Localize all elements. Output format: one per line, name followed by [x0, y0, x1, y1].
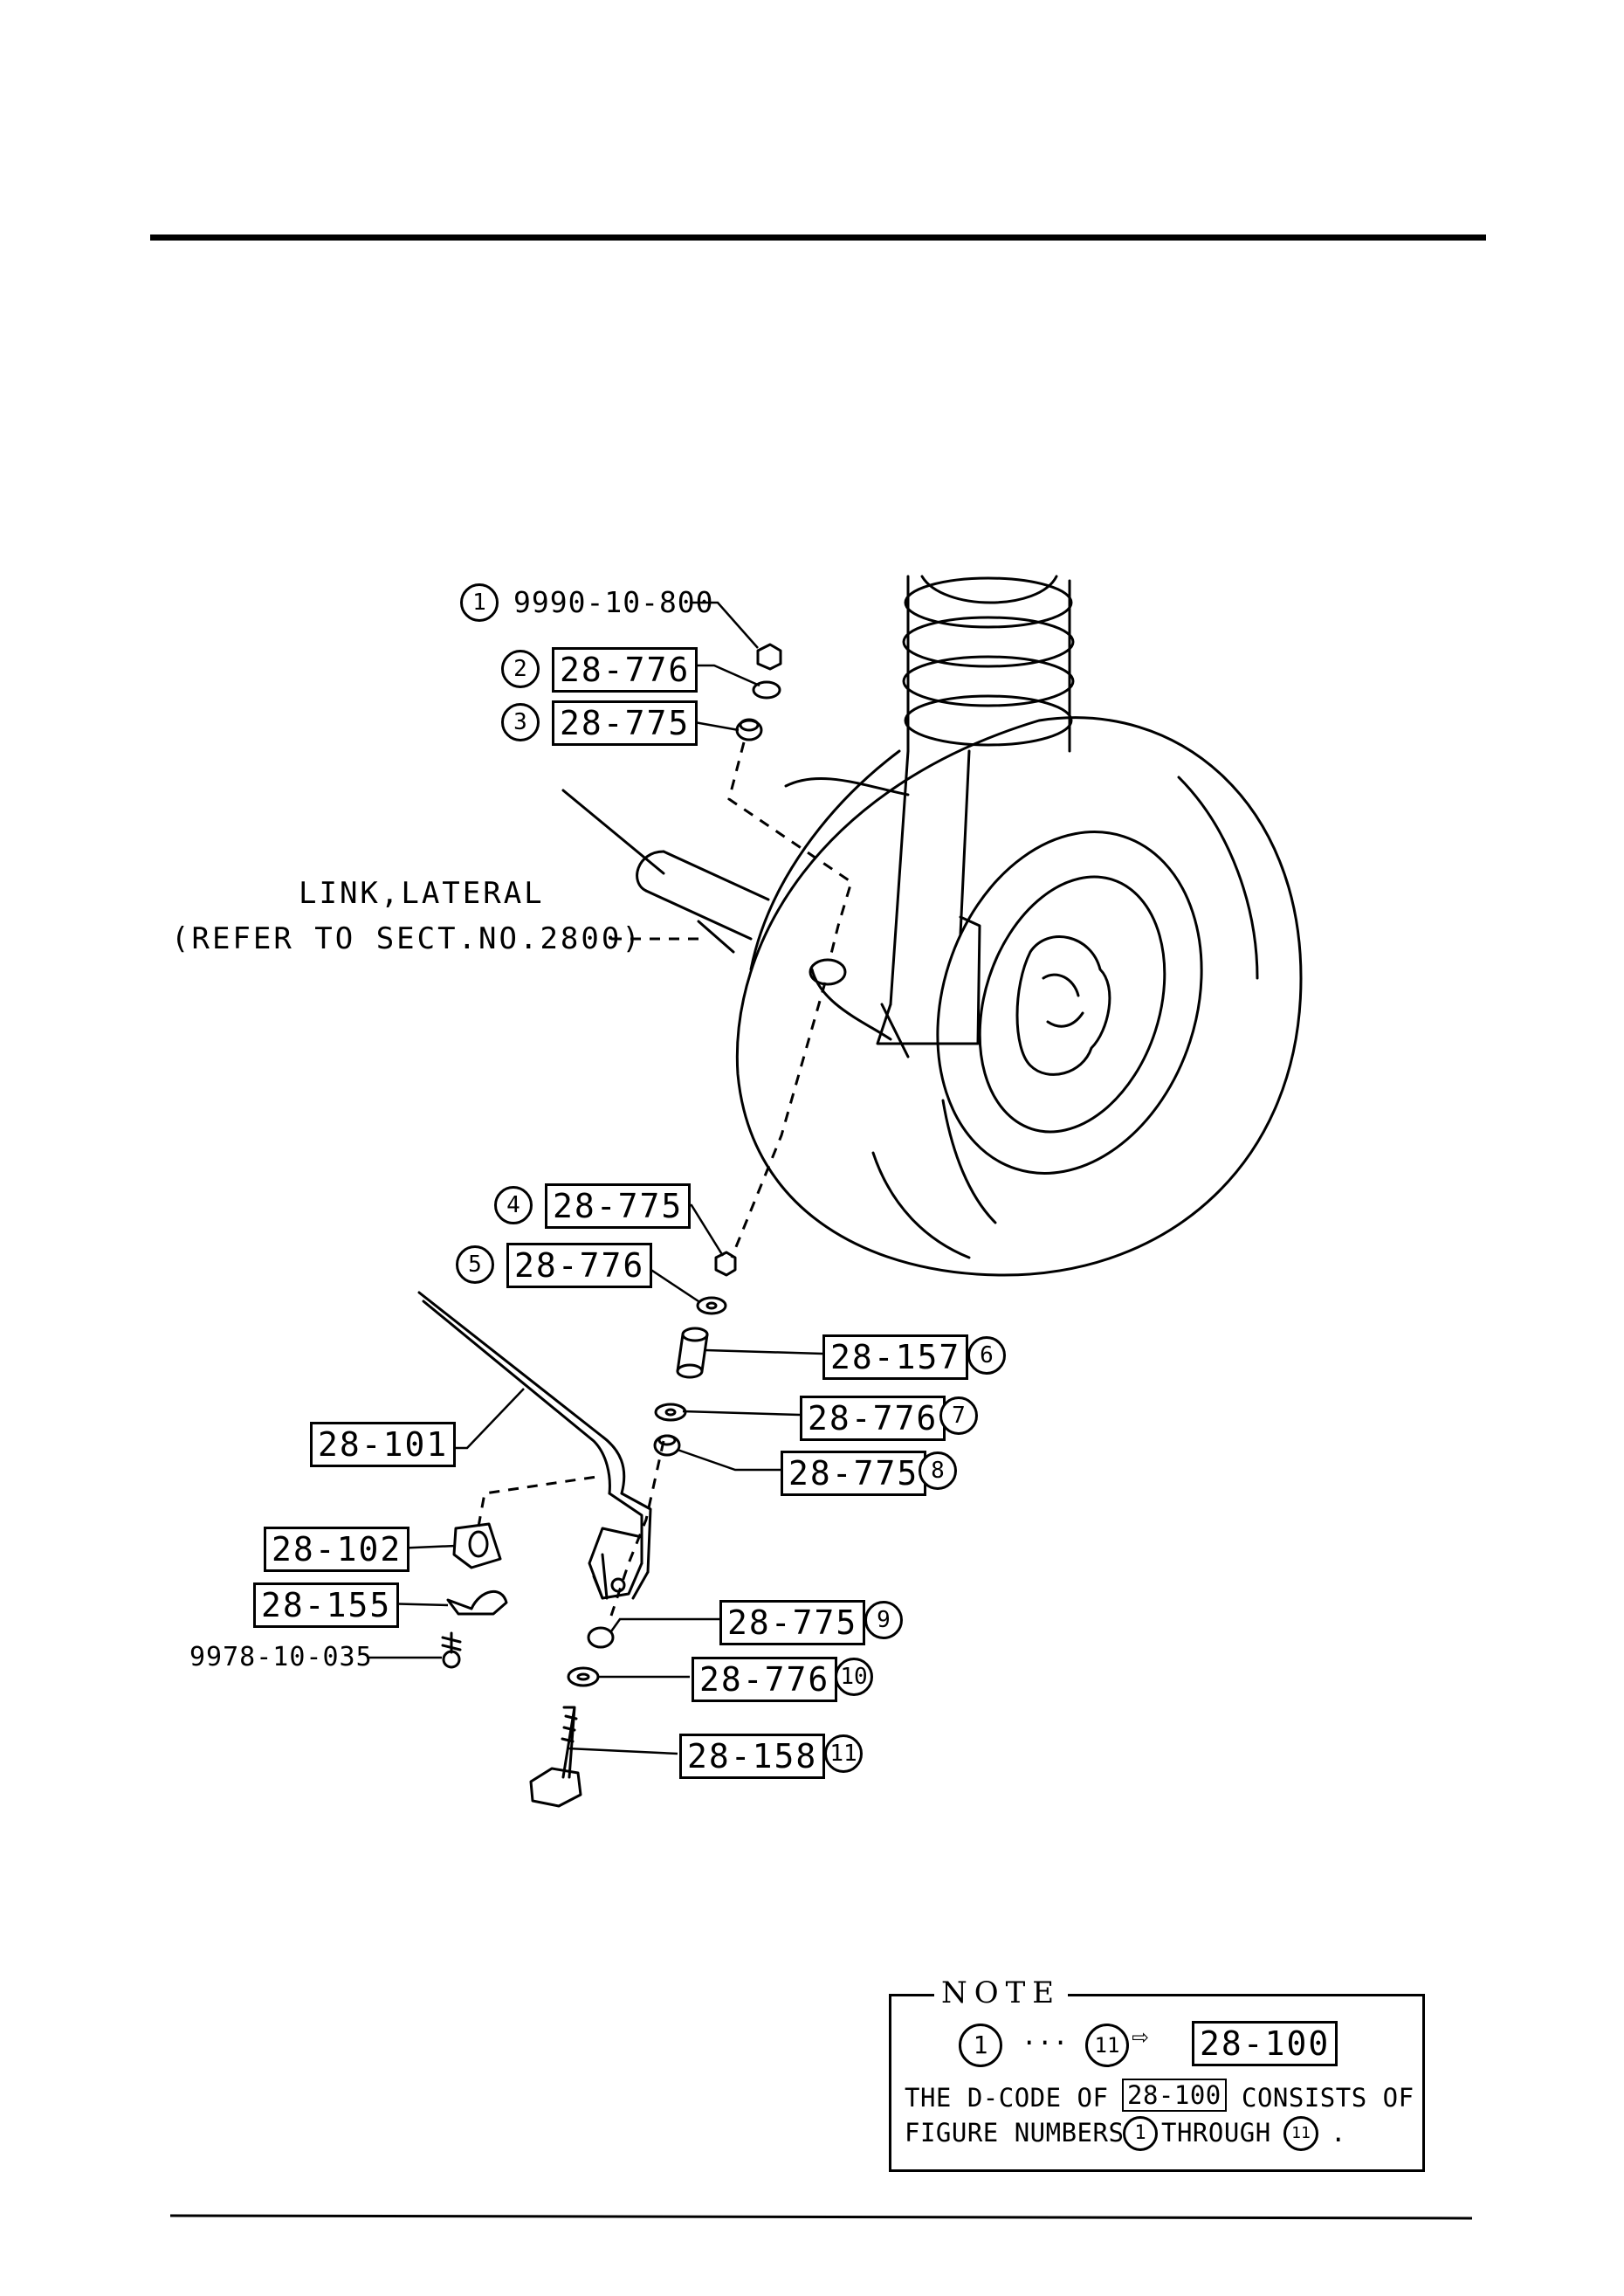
link-lateral-reference: (REFER TO SECT.NO.2800)	[171, 921, 643, 956]
stabilizer-bushing	[452, 1522, 502, 1569]
bushing-code: 28-102	[264, 1527, 410, 1572]
bushing-assembly-line	[477, 1474, 603, 1527]
note-line1-suffix: CONSISTS OF	[1242, 2083, 1414, 2113]
leader-9	[609, 1617, 719, 1632]
stabilizer-bar-code: 28-101	[310, 1422, 457, 1467]
note-line1-code: 28-100	[1122, 2079, 1227, 2112]
callout-2-number: 2	[501, 650, 540, 688]
callout-2-code: 28-776	[552, 647, 698, 693]
bracket-screw	[441, 1631, 462, 1669]
note-last-number: 11	[1085, 2024, 1129, 2067]
lateral-link-arm	[561, 776, 910, 1058]
note-line2-first-number: 1	[1123, 2116, 1158, 2151]
callout-9-code: 28-775	[719, 1600, 866, 1645]
lower-assembly-line	[730, 982, 827, 1258]
callout-7-code: 28-776	[800, 1396, 946, 1441]
callout-4-number: 4	[494, 1186, 533, 1224]
callout-3-code: 28-775	[552, 700, 698, 746]
note-line2-prefix: FIGURE NUMBERS	[905, 2118, 1125, 2148]
callout-10-code: 28-776	[692, 1657, 838, 1702]
spacer-assembly-line	[609, 1440, 665, 1617]
callout-8-number: 8	[919, 1451, 957, 1490]
coil-spring	[902, 575, 1075, 753]
leader-1	[690, 601, 759, 649]
note-line2-end: .	[1331, 2118, 1346, 2148]
note-dots: ···	[1022, 2028, 1069, 2058]
lower-hardware	[529, 1251, 737, 1808]
tire	[735, 716, 1303, 1277]
callout-5-code: 28-776	[506, 1243, 653, 1288]
callout-1-code: 9990-10-800	[513, 585, 714, 619]
bottom-rule	[169, 2214, 1473, 2220]
callout-11-number: 11	[824, 1734, 863, 1773]
note-title: NOTE	[934, 1975, 1069, 2010]
screw-code: 9978-10-035	[189, 1642, 373, 1672]
note-line1-prefix: THE D-CODE OF	[905, 2083, 1109, 2113]
note-assembly-code: 28-100	[1192, 2021, 1338, 2066]
callout-11-code: 28-158	[679, 1734, 826, 1779]
callout-5-number: 5	[456, 1245, 494, 1284]
leader-7	[682, 1410, 801, 1417]
upper-assembly-line	[727, 741, 853, 962]
upper-hardware	[735, 643, 782, 741]
link-lateral-title: LINK,LATERAL	[299, 876, 545, 911]
callout-1-number: 1	[460, 583, 499, 622]
callout-8-code: 28-775	[781, 1451, 927, 1496]
hub	[1015, 935, 1111, 1076]
callout-4-code: 28-775	[545, 1183, 692, 1229]
leader-8	[677, 1448, 781, 1472]
bracket-code: 28-155	[253, 1582, 400, 1628]
note-first-number: 1	[959, 2024, 1002, 2067]
callout-6-code: 28-157	[822, 1334, 969, 1380]
callout-10-number: 10	[835, 1658, 873, 1696]
stabilizer-bracket	[446, 1589, 508, 1616]
callout-3-number: 3	[501, 703, 540, 741]
note-arrow: ⇨	[1132, 2019, 1149, 2052]
callout-6-number: 6	[967, 1336, 1006, 1375]
note-box	[889, 1994, 1425, 2172]
callout-9-number: 9	[864, 1601, 903, 1639]
leader-11	[567, 1747, 678, 1755]
note-line2-mid: THROUGH	[1161, 2118, 1271, 2148]
note-line2-last-number: 11	[1283, 2116, 1318, 2151]
strut	[876, 749, 981, 1045]
callout-7-number: 7	[939, 1396, 978, 1435]
leader-6	[705, 1348, 823, 1355]
